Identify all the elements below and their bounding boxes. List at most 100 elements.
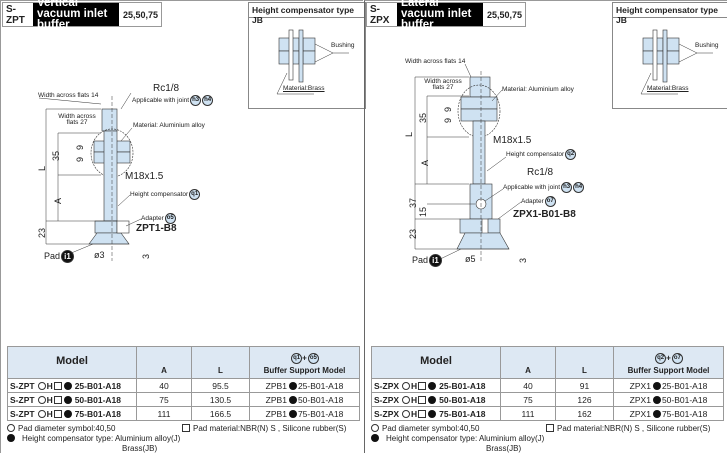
callout-tag: q2 [565,149,577,160]
dot-symbol-icon [371,434,379,442]
callout-tag: i1 [429,254,443,267]
buffer-suffix: 75-B01-A18 [297,408,344,419]
buffer-suffix: 25-B01-A18 [297,380,344,391]
dim-9a: 9 [75,145,85,150]
buffer-prefix: ZPB1 [265,380,287,391]
dim-35: 35 [51,151,61,161]
model-suffix: 50-B01-A18 [439,394,486,405]
rc-label: Rc1/8 [153,83,179,94]
dim-35-text: 35 [418,112,428,123]
col-a: A [136,346,192,379]
legend-text: Pad diameter symbol:40,50 [18,424,116,433]
a-cell: 75 [500,392,556,407]
dim-23: 23 [408,229,418,239]
pad-label-text: Pad [44,250,61,261]
buffer-suffix: 75-B01-A18 [661,408,708,419]
dot-symbol-icon [7,434,15,442]
legend-text: Height compensator type: Aluminium alloy… [386,434,545,443]
joint-label-text: Applicable with joint [132,97,190,105]
pad-material-symbol [53,395,62,404]
legend-pad-material: Pad material:NBR(N) S , Silicone rubber(… [546,424,710,434]
material-label-text: Material: Aluminium alloy [133,122,205,129]
h-letter: H [411,394,418,405]
dim-A-text: A [53,197,63,204]
pad-material-symbol [418,381,427,390]
dim-15-text: 15 [418,206,428,217]
legend-row: Height compensator type: Aluminium alloy… [371,434,726,444]
legend-text: Pad material:NBR(N) S , Silicone rubber(… [557,424,711,433]
jb-title: Height compensator type JB [249,3,365,25]
legend-text: Pad material:NBR(N) S , Silicone rubber(… [193,424,347,433]
l-cell: 91 [555,378,614,393]
legend-pad-diameter: Pad diameter symbol:40,50 [7,424,115,433]
l-cell: 95.5 [191,378,250,393]
callout-tag: o7 [671,353,683,364]
dim-A: A [53,198,63,204]
pad-material-symbol [418,409,427,418]
h-letter: H [411,408,418,419]
compensator-symbol [428,381,437,390]
l-cell: 166.5 [191,406,250,421]
callout-tag: o7 [544,196,556,207]
dia-label: ø3 [94,250,105,260]
dim-23-text: 23 [37,227,47,238]
compensator-symbol [63,395,72,404]
dim-L: L [37,166,47,171]
flats14-label: Width across flats 14 [38,92,98,99]
dim-A-text: A [420,159,430,166]
flats27-label: Width across flats 27 [423,78,463,91]
compensator-symbol [652,381,661,390]
dim-35: 35 [418,113,428,123]
plus-sign: + [666,353,671,363]
dim-3: 3 [141,254,151,259]
a-cell: 75 [136,392,192,407]
dim-3: 3 [518,258,528,263]
compensator-symbol [652,409,661,418]
material-brass-label: Material:Brass [647,85,689,92]
legend-row: Height compensator type: Aluminium alloy… [7,434,362,444]
product-title: Vertical vacuum inlet buffer [33,0,119,31]
pad-material-symbol [53,409,62,418]
callout-tag: q1 [189,189,201,200]
dim-9a: 9 [443,107,453,112]
model-prefix: S-ZPX [374,408,400,419]
flats27-label: Width across flats 27 [57,113,97,126]
h-letter: H [46,408,53,419]
buffer-cell: ZPB1 25-B01-A18 [249,378,360,393]
jb-title: Height compensator type JB [613,3,727,25]
model-suffix: 25-B01-A18 [439,380,486,391]
legend-row: Pad diameter symbol:40,50 Pad material:NB… [7,424,362,434]
pad-diameter-symbol [37,409,46,418]
l-cell: 130.5 [191,392,250,407]
dim-9b: 9 [75,157,85,162]
callout-tag: o5 [307,353,319,364]
compensator-symbol [652,395,661,404]
pad-diameter-symbol [37,395,46,404]
buffer-drawing [414,63,522,264]
a-cell: 40 [500,378,556,393]
buffer-suffix: 50-B01-A18 [661,394,708,405]
height-comp-label-text: Height compensator [130,191,189,199]
thread-label: M18x1.5 [125,171,163,182]
dim-A: A [420,160,430,166]
dia-label: ø5 [465,254,476,264]
